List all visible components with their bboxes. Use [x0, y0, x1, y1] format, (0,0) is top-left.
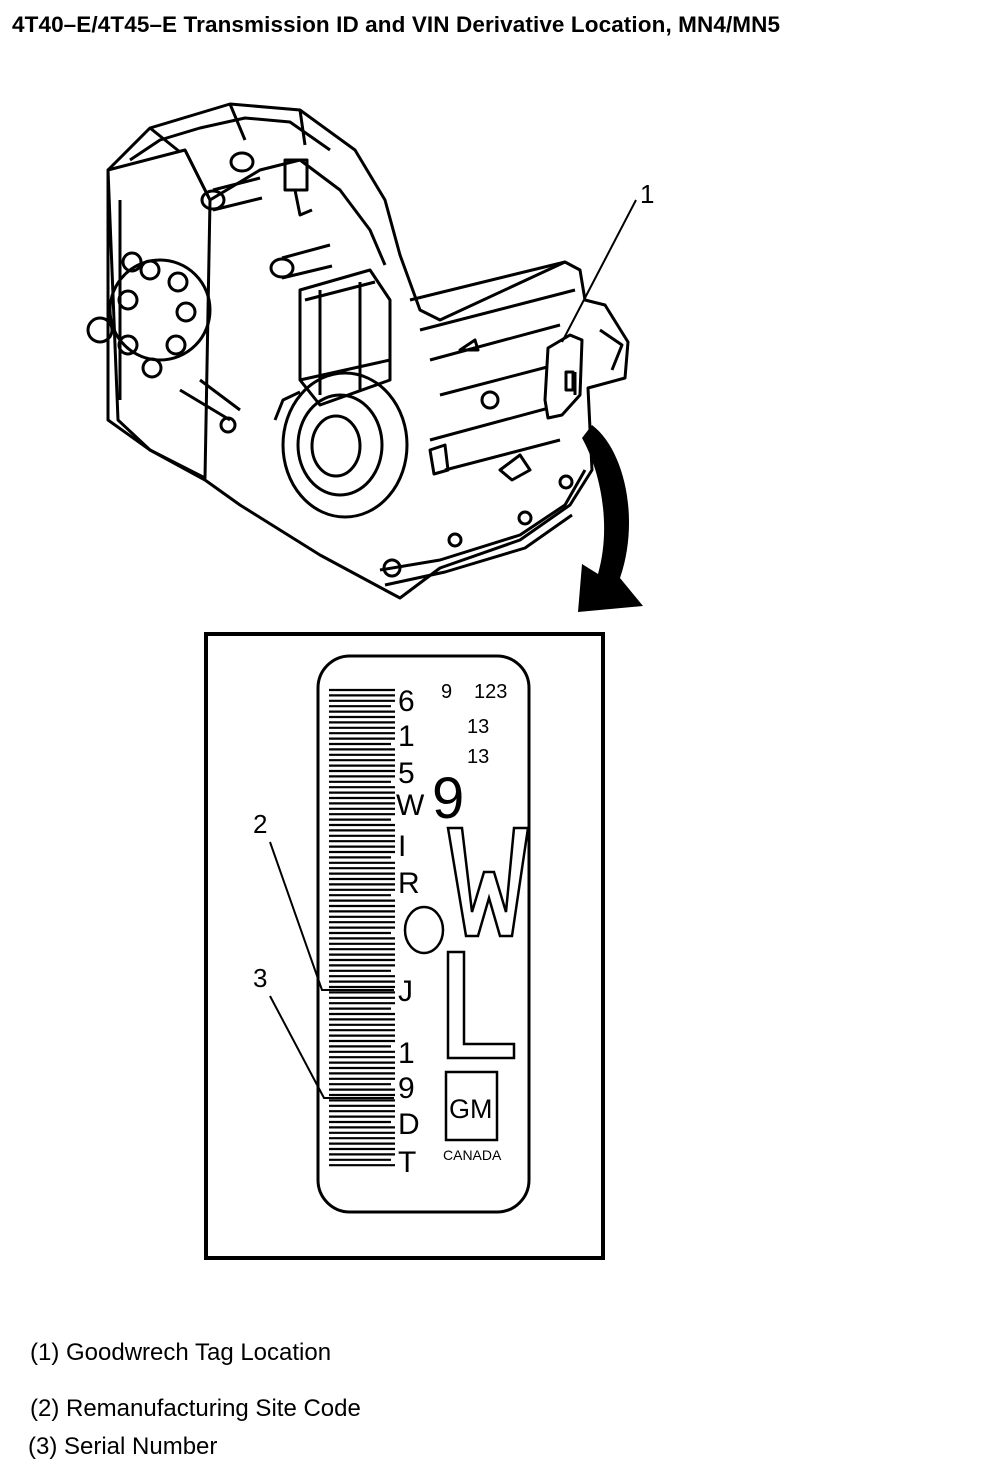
country-label: CANADA: [443, 1147, 502, 1163]
outlined-letter-w: [446, 826, 530, 938]
barcode: [329, 688, 395, 1167]
code-small-2: 123: [474, 681, 507, 703]
callout-1-label: 1: [640, 179, 654, 209]
vin-char-9: 9: [398, 1072, 415, 1105]
legend-item-3: (3) Serial Number: [28, 1433, 218, 1460]
code-small-4: 13: [467, 746, 489, 768]
transmission-illustration: [86, 102, 630, 600]
legend-item-1: (1) Goodwrech Tag Location: [30, 1339, 332, 1366]
outlined-letter-l: [446, 950, 516, 1060]
callout-3-leader: [269, 995, 394, 1099]
gm-logo-box: [444, 1070, 499, 1142]
code-small-1: 9: [441, 681, 452, 703]
vin-char-2: 1: [398, 720, 415, 753]
vin-char-7: J: [398, 975, 413, 1008]
vin-char-1: 6: [398, 685, 415, 718]
legend-item-2: (2) Remanufacturing Site Code: [30, 1395, 361, 1422]
tag-hole: [403, 905, 445, 955]
callout-2-label: 2: [253, 809, 267, 839]
vin-char-11: T: [398, 1146, 416, 1179]
vin-char-5: I: [398, 830, 406, 863]
vin-char-4: W: [396, 789, 425, 822]
vin-char-8: 1: [398, 1037, 415, 1070]
callout-2-leader: [269, 841, 394, 991]
callout-1-leader: [561, 199, 637, 343]
callout-3-label: 3: [253, 963, 267, 993]
page-title: 4T40–E/4T45–E Transmission ID and VIN De…: [12, 12, 781, 37]
vin-char-3: 5: [398, 757, 415, 790]
transmission-diagram: 1 6 1 5 W I R J 1 9 D T 9 123 13 13 9 GM…: [86, 102, 654, 1260]
gm-logo-text: GM: [449, 1094, 493, 1124]
code-small-3: 13: [467, 716, 489, 738]
curved-arrow: [578, 425, 643, 612]
big-digit: 9: [432, 766, 464, 831]
vin-char-10: D: [398, 1108, 420, 1141]
vin-char-6: R: [398, 867, 420, 900]
